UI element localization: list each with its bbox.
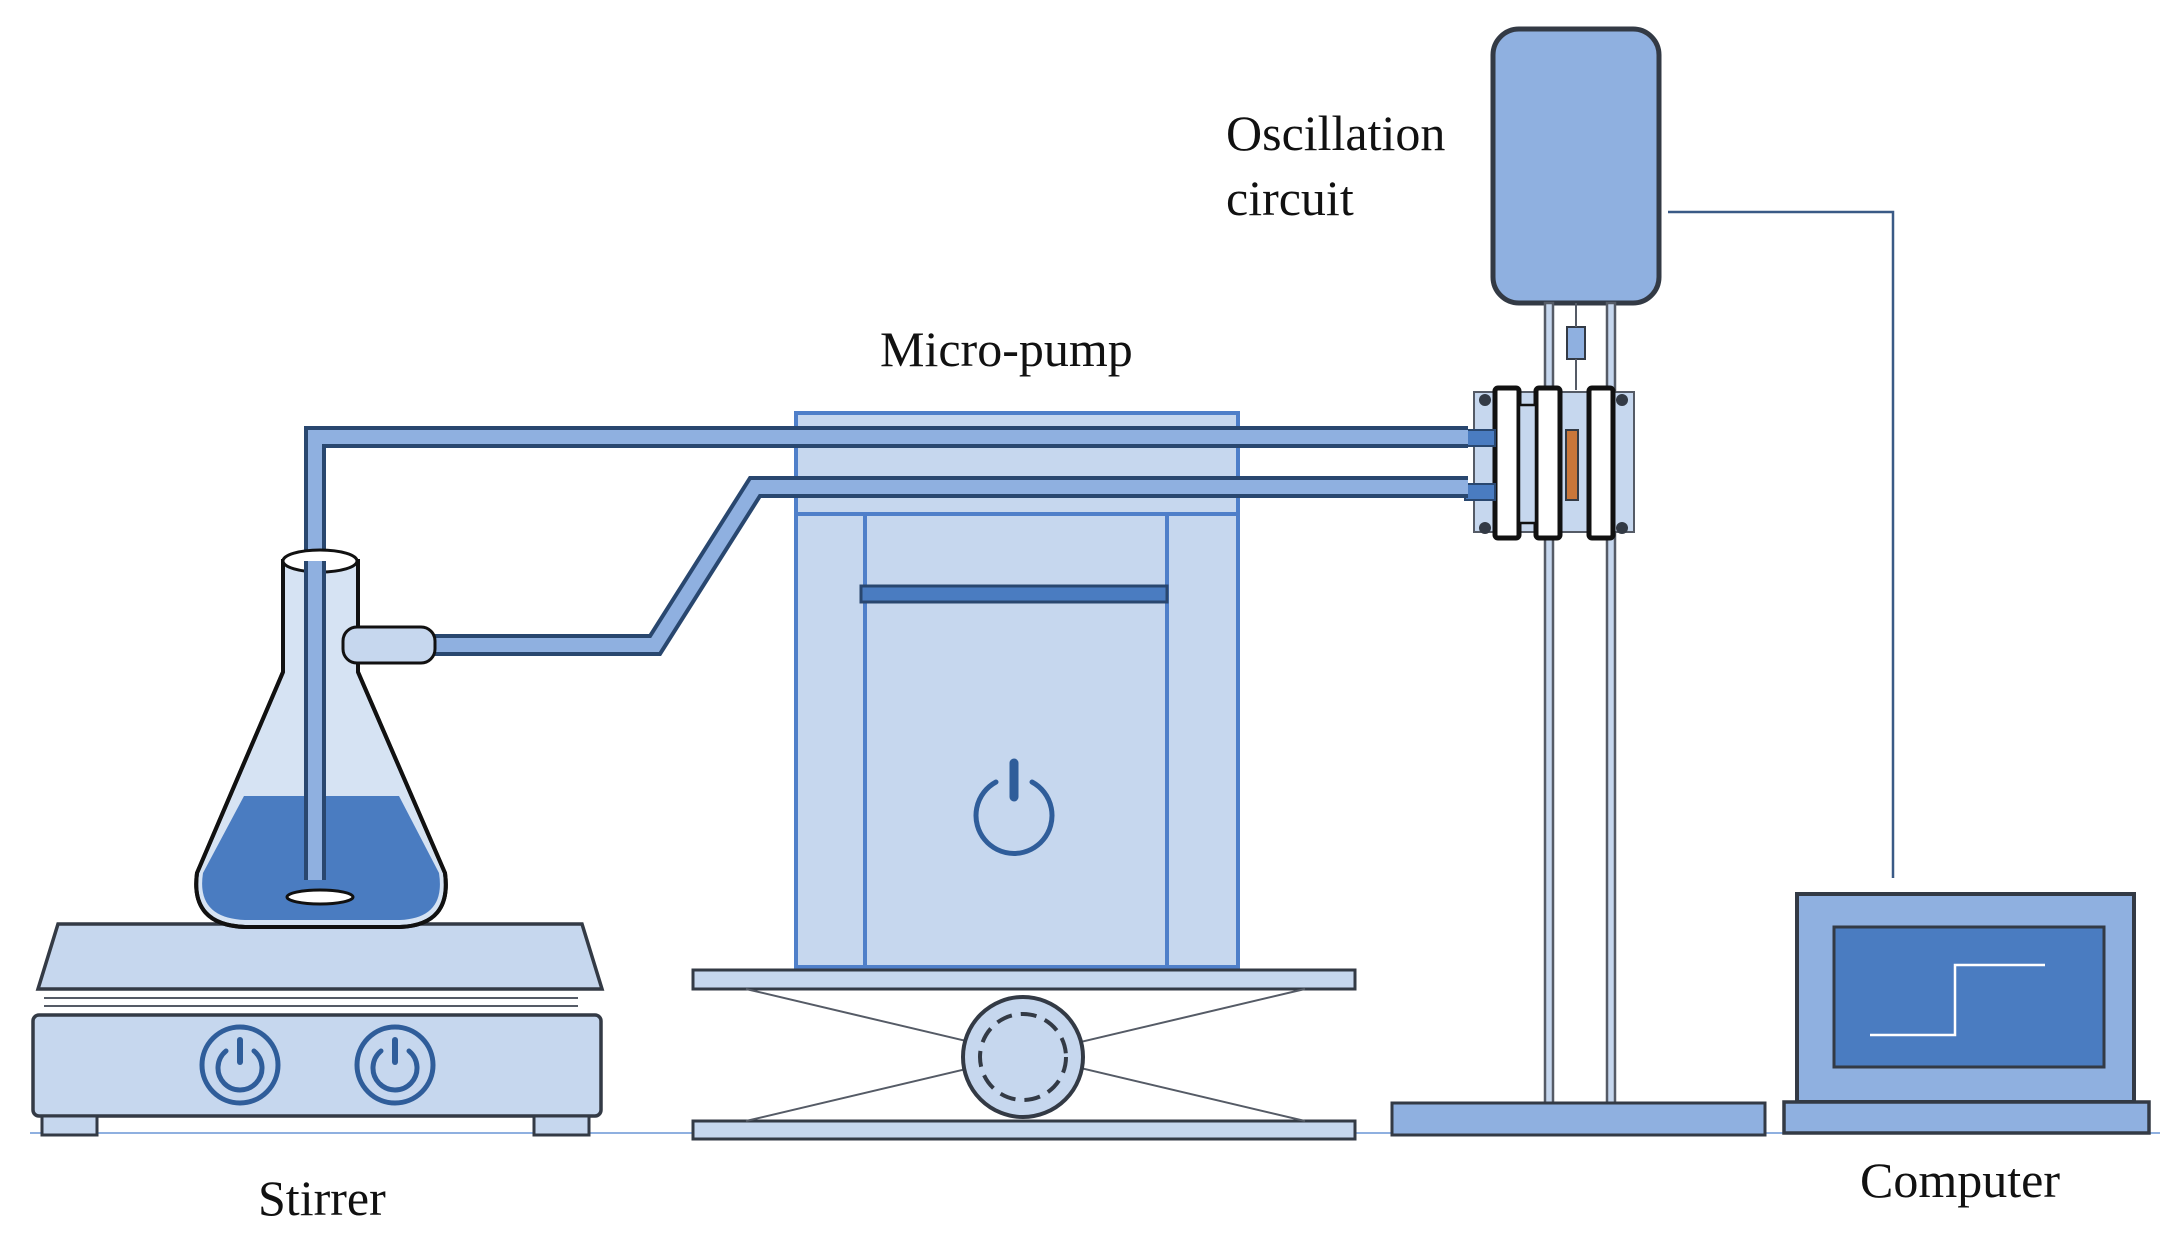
power-icon [973, 758, 1055, 856]
signal-wire [1668, 210, 1895, 878]
computer-label: Computer [1860, 1152, 2060, 1208]
magnetic-stirrer [31, 922, 605, 1137]
micro-pump-label: Micro-pump [880, 321, 1133, 377]
sensor-cell [1464, 385, 1635, 541]
stand [1390, 301, 1767, 1137]
stirrer-label: Stirrer [258, 1170, 386, 1226]
stand-base [1390, 1101, 1767, 1137]
erlenmeyer-flask [194, 548, 448, 929]
oscillation-circuit-box [1490, 26, 1662, 306]
laptop-computer [1782, 892, 2151, 1135]
scissor-lift [691, 968, 1357, 1141]
oscillation-circuit-label: Oscillation circuit [1226, 101, 1445, 231]
oscillation-label-line-2: circuit [1226, 170, 1354, 226]
oscillation-label-line-1: Oscillation [1226, 105, 1446, 161]
stirrer-knob-right-icon [354, 1024, 436, 1106]
stirrer-knob-left-icon [199, 1024, 281, 1106]
